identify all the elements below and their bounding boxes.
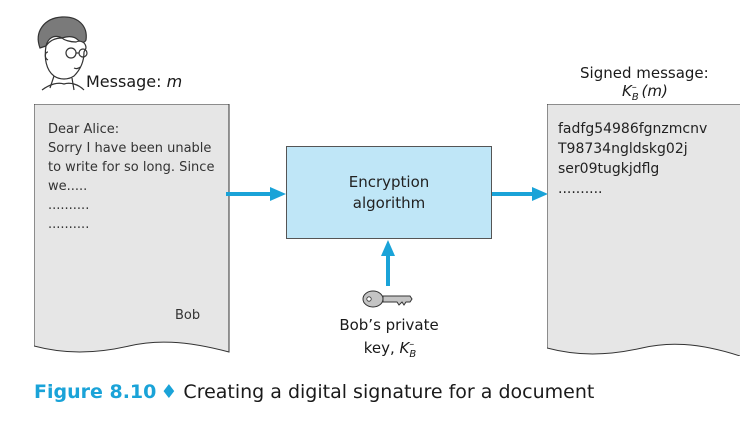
letter-line: Sorry I have been unable xyxy=(48,141,212,156)
signed-line: .......... xyxy=(558,181,603,197)
arrow-from-key xyxy=(381,240,395,286)
algorithm-label-line2: algorithm xyxy=(352,193,426,212)
message-document xyxy=(34,104,230,353)
letter-line: .......... xyxy=(48,198,90,213)
signed-line: fadfg54986fgnzmcnv xyxy=(558,121,708,137)
arrow-to-signed-message xyxy=(492,187,548,201)
figure-caption: Figure 8.10♦Creating a digital signature… xyxy=(34,381,594,403)
signed-message-document xyxy=(547,104,740,356)
private-key-label: Bob’s private key, KB– xyxy=(339,316,439,360)
letter-signature: Bob xyxy=(175,308,201,323)
key-icon xyxy=(362,290,413,308)
person-icon xyxy=(37,16,88,91)
signed-message-title: Signed message: xyxy=(580,64,709,82)
encryption-algorithm-box: Encryption algorithm xyxy=(286,146,492,239)
letter-line: Dear Alice: xyxy=(48,122,120,137)
algorithm-label-line1: Encryption xyxy=(348,172,430,191)
signed-line: T98734ngldskg02j xyxy=(558,141,688,157)
caption-diamond-icon: ♦ xyxy=(160,381,178,403)
letter-line: we..... xyxy=(48,179,88,194)
letter-line: .......... xyxy=(48,217,90,232)
figure-number: Figure 8.10 xyxy=(34,381,157,403)
caption-text: Creating a digital signature for a docum… xyxy=(183,381,595,403)
signed-line: ser09tugkjdflg xyxy=(558,161,660,177)
arrow-to-algorithm xyxy=(226,187,286,201)
signed-message-notation: KB– (m) xyxy=(622,82,668,103)
message-label: Message: m xyxy=(86,72,183,91)
letter-line: to write for so long. Since xyxy=(48,160,215,175)
